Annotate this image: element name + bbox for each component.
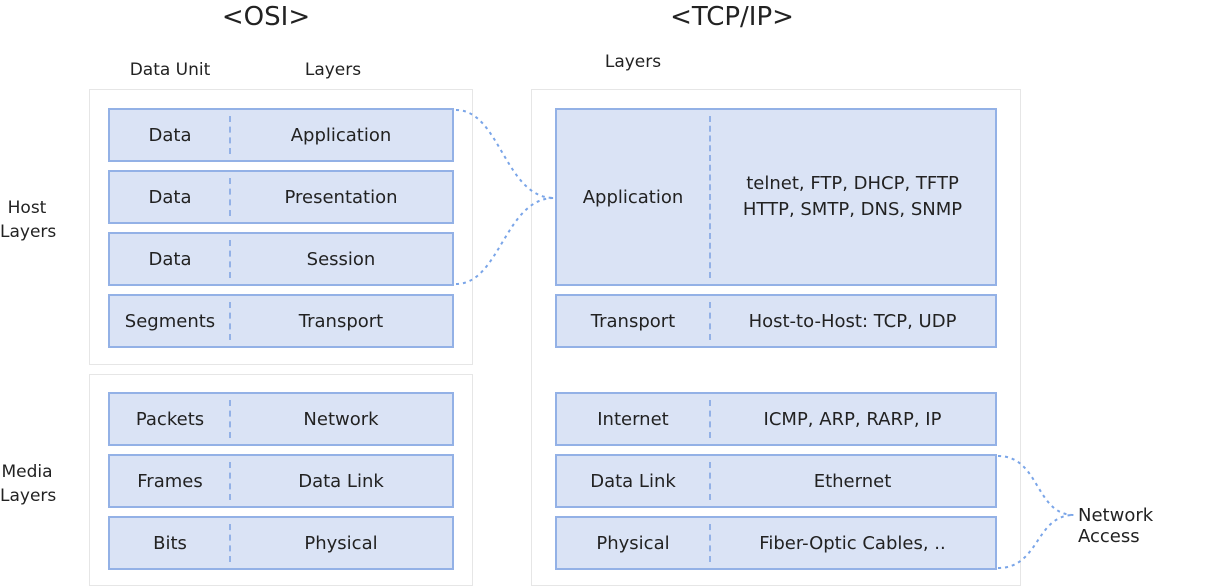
osi-row-presentation: Data Presentation	[108, 170, 454, 224]
tcpip-layer: Physical	[596, 532, 670, 554]
osi-layer: Presentation	[284, 186, 398, 208]
tcpip-col-layers: Layers	[604, 52, 662, 72]
tcpip-row-transport: Transport Host-to-Host: TCP, UDP	[555, 294, 997, 348]
osi-row-transport: Segments Transport	[108, 294, 454, 348]
osi-unit: Data	[148, 186, 192, 208]
tcpip-proto: ICMP, ARP, RARP, IP	[763, 408, 942, 430]
divider	[709, 116, 711, 278]
tcpip-layer: Internet	[597, 408, 669, 430]
osi-row-application: Data Application	[108, 108, 454, 162]
divider	[229, 178, 231, 216]
divider	[229, 302, 231, 340]
tcpip-row-data-link: Data Link Ethernet	[555, 454, 997, 508]
osi-unit: Packets	[135, 408, 205, 430]
osi-layer: Data Link	[298, 470, 384, 492]
tcpip-row-internet: Internet ICMP, ARP, RARP, IP	[555, 392, 997, 446]
divider	[229, 462, 231, 500]
tcpip-layer: Application	[582, 186, 684, 208]
tcpip-proto: Host-to-Host: TCP, UDP	[748, 310, 957, 332]
divider	[709, 462, 711, 500]
osi-unit: Data	[148, 248, 192, 270]
tcpip-layer: Data Link	[590, 470, 676, 492]
tcpip-row-application: Application telnet, FTP, DHCP, TFTP HTTP…	[555, 108, 997, 286]
osi-layer: Application	[290, 124, 392, 146]
osi-unit: Bits	[153, 532, 187, 554]
osi-layer: Transport	[298, 310, 384, 332]
divider	[709, 302, 711, 340]
osi-row-physical: Bits Physical	[108, 516, 454, 570]
osi-title: <OSI>	[221, 2, 311, 32]
tcpip-layer: Transport	[590, 310, 676, 332]
osi-col-data-unit: Data Unit	[129, 60, 211, 80]
osi-layer: Session	[306, 248, 376, 270]
osi-col-layers: Layers	[304, 60, 362, 80]
tcpip-row-physical: Physical Fiber-Optic Cables, ..	[555, 516, 997, 570]
osi-layer: Network	[303, 408, 379, 430]
osi-layer: Physical	[304, 532, 378, 554]
osi-unit: Frames	[137, 470, 203, 492]
osi-unit: Data	[148, 124, 192, 146]
osi-row-network: Packets Network	[108, 392, 454, 446]
tcpip-proto: telnet, FTP, DHCP, TFTP HTTP, SMTP, DNS,…	[742, 173, 963, 220]
divider	[229, 524, 231, 562]
host-layers-label: HostLayersLayers	[0, 198, 57, 242]
osi-unit: Segments	[124, 310, 216, 332]
divider	[229, 400, 231, 438]
tcpip-proto: Ethernet	[813, 470, 892, 492]
divider	[229, 116, 231, 154]
network-access-label: Network Access	[1078, 505, 1154, 547]
osi-row-data-link: Frames Data Link	[108, 454, 454, 508]
divider	[709, 524, 711, 562]
tcpip-proto: Fiber-Optic Cables, ..	[759, 532, 946, 554]
divider	[229, 240, 231, 278]
tcpip-title: <TCP/IP>	[670, 2, 794, 32]
divider	[709, 400, 711, 438]
osi-row-session: Data Session	[108, 232, 454, 286]
